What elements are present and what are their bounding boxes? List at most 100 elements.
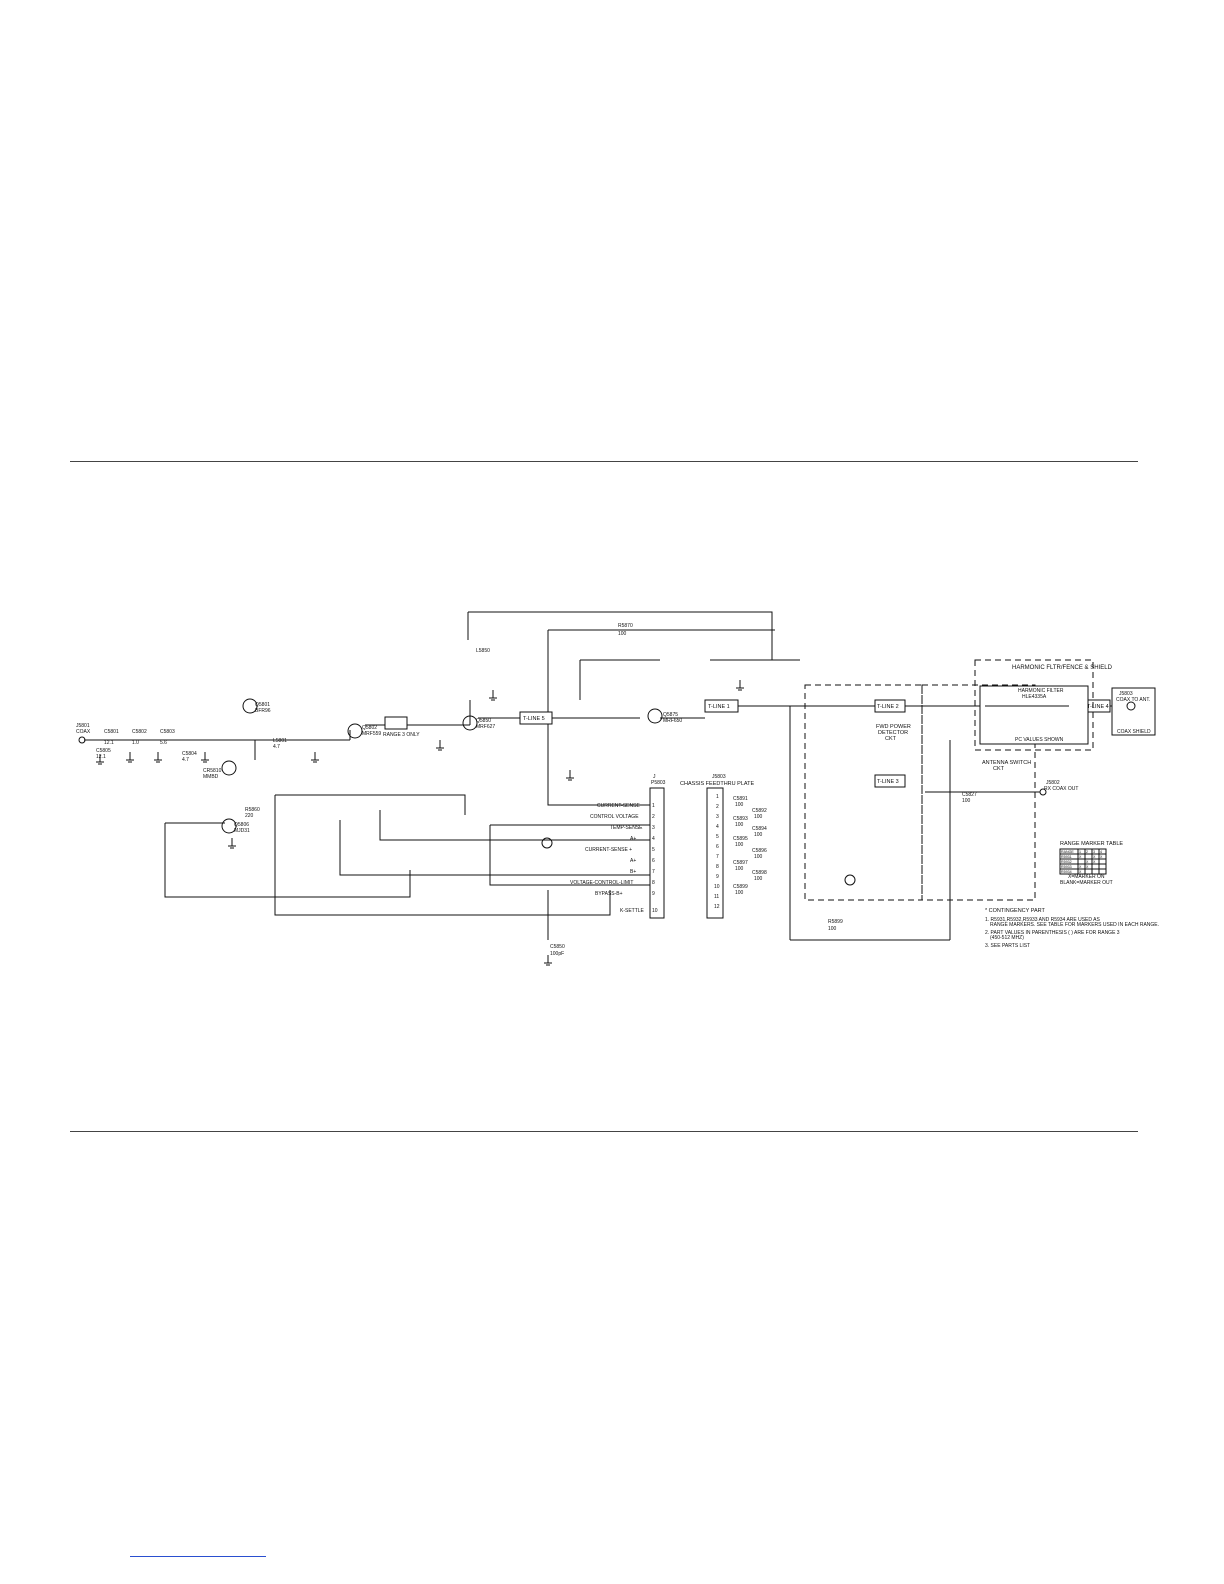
feedthru-name: CHASSIS FEEDTHRU PLATE (680, 781, 754, 787)
feedthru-pin-numbers: 1 2 3 4 5 6 7 8 9 10 11 12 (714, 794, 720, 910)
feed-cap-7-ref: C5897 (733, 860, 748, 866)
q5850-ref: Q5850 (476, 718, 491, 724)
note-3: 3. SEE PARTS LIST (985, 943, 1030, 949)
pin-9-label: BYPASS-B+ (595, 891, 623, 897)
pin-6-num: 6 (652, 858, 655, 864)
r5860-ref: R5860 (245, 807, 260, 813)
range-table-header: 4 (1100, 850, 1102, 854)
c5804-ref: C5804 (182, 751, 197, 757)
feed-pin-5: 5 (716, 834, 719, 840)
range-table-header: RANGE (1061, 850, 1074, 854)
fwd-power-detector-block: FWD POWER DETECTOR CKT (804, 684, 923, 901)
q5806-type: MJD31 (234, 828, 250, 834)
note-1b: RANGE MARKERS. SEE TABLE FOR MARKERS USE… (990, 922, 1159, 928)
range-table-cell-box (1098, 858, 1107, 865)
range-table-cell: X (1086, 860, 1089, 864)
feed-cap-3-ref: C5893 (733, 816, 748, 822)
range-table-cell: R5934 (1061, 870, 1072, 874)
antenna-desc: COAX TO ANT. (1116, 697, 1150, 703)
pin-4-label: A+ (630, 836, 636, 842)
r5899-value: 100 (828, 926, 837, 932)
transistors (221, 698, 856, 886)
fwd-detector-line2: DETECTOR (878, 730, 908, 736)
c5805-ref: C5805 (96, 748, 111, 754)
feed-pin-1: 1 (716, 794, 719, 800)
feed-cap-2-val: 100 (754, 814, 763, 820)
antenna-switch-line2: CKT (993, 766, 1005, 772)
l5801-value: 4.7 (273, 744, 280, 750)
c5802-ref: C5802 (132, 729, 147, 735)
pin-7-label: B+ (630, 869, 636, 875)
note-2b: (450-512 MHZ) (990, 935, 1024, 941)
range-table-cell-box (1091, 863, 1100, 870)
feed-pin-7: 7 (716, 854, 719, 860)
feed-cap-4-val: 100 (754, 832, 763, 838)
r5870-ref: R5870 (618, 623, 633, 629)
input-ref: J5801 (76, 723, 90, 729)
tline-3-box (874, 774, 906, 788)
feed-pin-3: 3 (716, 814, 719, 820)
feed-pin-11: 11 (714, 894, 719, 900)
feed-pin-12: 12 (714, 904, 720, 910)
cr5810-type: MMBD (203, 774, 219, 780)
pin-2-label: CONTROL VOLTAGE (590, 814, 639, 820)
component-labels: J5801 COAX C5801 12.1 C5802 1.0 C5803 5.… (76, 623, 1111, 957)
range-table-header: 1 (1079, 850, 1081, 854)
feed-pin-4: 4 (716, 824, 719, 830)
pin-5-num: 5 (652, 847, 655, 853)
notes-title: * CONTINGENCY PART (985, 908, 1046, 914)
c5804-value: 4.7 (182, 757, 189, 763)
range3-box (384, 716, 408, 730)
p5803-pins: CURRENT-SENSE 1 CONTROL VOLTAGE 2 TEMP-S… (570, 803, 658, 914)
tline-2-label: T-LINE 2 (877, 704, 899, 710)
pin-5-label: CURRENT-SENSE + (585, 847, 632, 853)
top-divider (70, 461, 1138, 462)
range-table-header: 2 (1086, 850, 1088, 854)
range-table-cell: R5932 (1061, 860, 1072, 864)
r5860-value: 220 (245, 813, 254, 819)
outputs: J5803 COAX TO ANT. COAX SHIELD J5802 RX … (1039, 687, 1156, 796)
feed-cap-7-val: 100 (735, 866, 744, 872)
antenna-ref: J5803 (1119, 691, 1133, 697)
input-jack-icon (78, 736, 86, 744)
pin-3-label: TEMP-SENSE (610, 825, 643, 831)
pin-3-num: 3 (652, 825, 655, 831)
feed-cap-6-ref: C5896 (752, 848, 767, 854)
c5801-ref: C5801 (104, 729, 119, 735)
range-table-cell-box (1077, 858, 1086, 865)
feed-pin-6: 6 (716, 844, 719, 850)
c5850-value: 100pF (550, 951, 564, 957)
range-table-cell: X (1079, 855, 1082, 859)
range-table-header: 3 (1093, 850, 1095, 854)
feed-cap-5-val: 100 (735, 842, 744, 848)
coax-shield-label: COAX SHIELD (1117, 729, 1151, 735)
note-1a: 1. R5931,R5932,R5933 AND R5934 ARE USED … (985, 917, 1100, 923)
feed-cap-6-val: 100 (754, 854, 763, 860)
tline-5-box (519, 711, 553, 725)
range-table-footer1: X=MARKER ON (1068, 874, 1105, 880)
feed-cap-8-ref: C5898 (752, 870, 767, 876)
r5870-value: 100 (618, 631, 627, 637)
pin-9-num: 9 (652, 891, 655, 897)
feed-pin-10: 10 (714, 884, 720, 890)
bottom-divider (70, 1131, 1138, 1132)
pin-10-label: K-SETTLE (620, 908, 645, 914)
range-table-cell-box (1098, 868, 1107, 875)
feed-pin-2: 2 (716, 804, 719, 810)
q5801-type: BFR96 (255, 708, 271, 714)
feed-cap-3-val: 100 (735, 822, 744, 828)
c5850-ref: C5850 (550, 944, 565, 950)
notes: * CONTINGENCY PART 1. R5931,R5932,R5933 … (985, 908, 1159, 949)
pin-10-num: 10 (652, 908, 658, 914)
c5827-ref: C5827 (962, 792, 977, 798)
feedthru-caps: C5891 100 C5892 100 C5893 100 C5894 100 … (733, 796, 767, 896)
c5801-value: 12.1 (104, 740, 114, 746)
q5802-ref: Q5802 (362, 725, 377, 731)
range-table-cell: X (1093, 860, 1096, 864)
input-desc: COAX (76, 729, 91, 735)
q5875-type: MRF650 (663, 718, 682, 724)
footer-link-underline[interactable] (130, 1556, 266, 1557)
feed-cap-4-ref: C5894 (752, 826, 767, 832)
